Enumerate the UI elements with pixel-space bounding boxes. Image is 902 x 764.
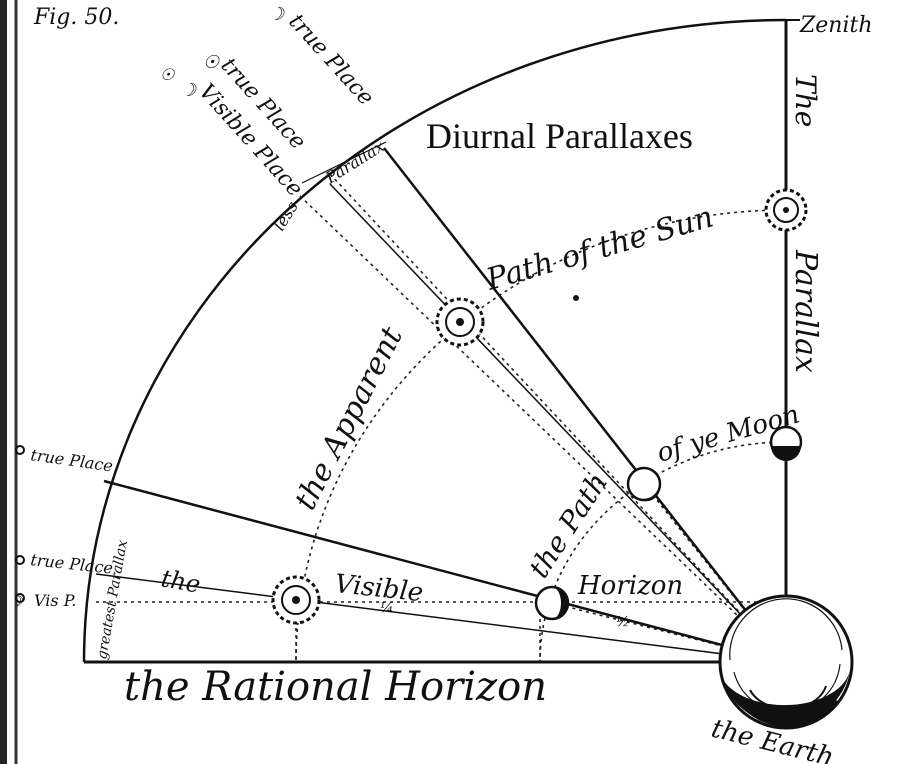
moon-symbol-top: ☽ (268, 4, 285, 25)
moon-symbol-lower: ☽ (180, 80, 197, 101)
moon-middle (626, 466, 662, 502)
quadrant-frame (82, 18, 800, 664)
small-dot (573, 295, 579, 301)
diagram-title: Diurnal Parallaxes (426, 116, 693, 156)
moon-true-ray-lower (103, 479, 787, 664)
page-edge-strip (0, 0, 7, 764)
sun-visible-ray (299, 195, 787, 663)
the-left-label: the (159, 564, 203, 598)
sun-true-ray (329, 183, 787, 663)
moon-symbol-left: ☽ (10, 594, 24, 610)
sun-symbol-lower: ☉ (160, 65, 175, 84)
earth-globe (718, 594, 854, 730)
moon-at-zenith (769, 425, 803, 461)
sun-symbol-upper: ☉ (203, 52, 220, 73)
sun-true-ray-lower (95, 573, 787, 663)
outer-quadrant-arc (82, 18, 787, 663)
true-place-left-lower-label: true Place (30, 550, 114, 578)
moon-true-place-label: true Place (284, 9, 379, 110)
sun-middle (435, 297, 485, 347)
figure-number: Fig. 50. (33, 5, 119, 30)
lesser-label: less (269, 198, 302, 234)
sun-at-horizon (271, 575, 321, 625)
true-place-left-upper-label: true Place (29, 445, 114, 475)
moon-true-ray-upper (383, 147, 787, 663)
small-mark-1: ¼ (380, 600, 394, 616)
rational-horizon-label: the Rational Horizon (124, 664, 547, 710)
horizon-label: Horizon (577, 571, 683, 601)
path-of-the-sun (295, 209, 787, 663)
the-path-label: the Path (522, 467, 614, 584)
visible-label: Visible (333, 569, 424, 608)
small-mark-2: ½ (616, 614, 630, 630)
parallax-arc-mark (301, 141, 387, 184)
zenith-label: Zenith (799, 13, 873, 38)
moon-at-horizon (534, 585, 570, 621)
solid-rays (95, 141, 787, 664)
parallax-vertical-label: Parallax (788, 249, 823, 373)
apparent-label: the Apparent (288, 321, 410, 516)
the-label: The (789, 74, 822, 127)
left-edge-marks (15, 445, 25, 603)
parallax-upper-label: Parallax (321, 137, 388, 188)
path-of-sun-label: Path of the Sun (482, 199, 718, 297)
visible-place-left-label: Vis P. (34, 591, 76, 610)
sun-at-zenith (764, 188, 808, 232)
